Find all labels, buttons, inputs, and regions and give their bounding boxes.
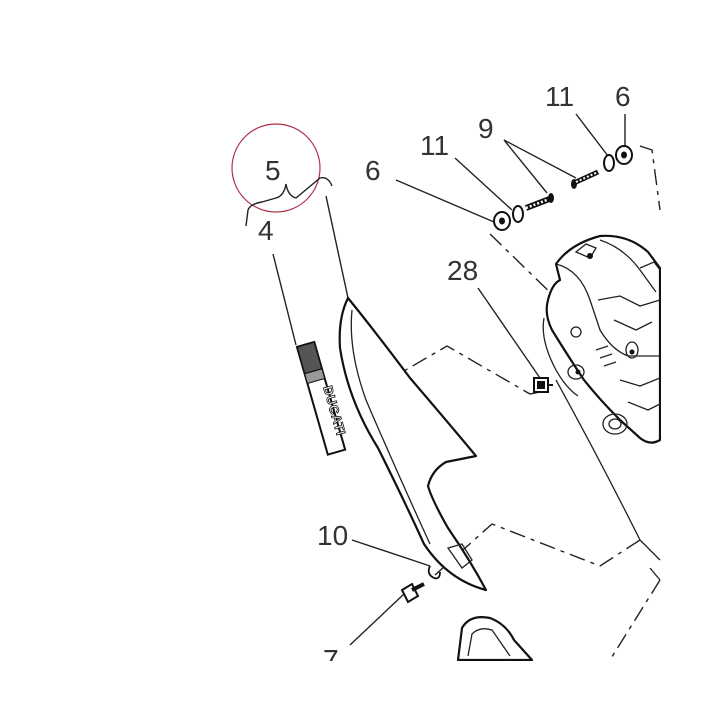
leader-5	[325, 195, 349, 299]
brace-5	[245, 176, 333, 227]
washer-11-left[interactable]	[512, 205, 524, 223]
callout-7-visible: 7	[323, 644, 339, 675]
rear-frame-assembly[interactable]	[542, 234, 662, 444]
lower-bracket[interactable]	[456, 616, 534, 662]
rear-fairing-outline	[555, 379, 661, 561]
side-panel-tip-detail	[446, 543, 473, 569]
lower-bracket-inner	[467, 628, 511, 657]
screw-7[interactable]	[400, 582, 425, 604]
callout-4[interactable]: 4	[258, 215, 274, 246]
washer-11-right[interactable]	[603, 154, 615, 172]
washer-6-left[interactable]	[493, 211, 511, 231]
leader-4	[272, 253, 297, 346]
assembly-line-right-top	[639, 145, 661, 211]
callout-11-right[interactable]: 11	[545, 81, 574, 112]
washer-6-right[interactable]	[615, 145, 633, 165]
spring-clip-10[interactable]	[427, 565, 441, 580]
leader-9a	[503, 139, 548, 194]
rear-fairing-outline-2	[649, 567, 661, 581]
callout-9[interactable]: 9	[478, 113, 494, 144]
leader-7	[349, 593, 405, 646]
callout-5[interactable]: 5	[265, 155, 281, 186]
assembly-line-lower-right	[609, 579, 661, 661]
callout-10[interactable]: 10	[317, 520, 348, 551]
leader-6-left	[395, 179, 495, 223]
leader-10	[351, 539, 431, 567]
clip-mask-bottom	[0, 661, 720, 720]
leader-28	[477, 287, 541, 379]
screw-9-left[interactable]	[524, 193, 554, 211]
callout-7[interactable]: 7	[323, 644, 339, 675]
screw-9-right[interactable]	[571, 169, 600, 189]
side-panel-inner-edge	[350, 309, 431, 545]
callout-6-right[interactable]: 6	[615, 81, 631, 112]
leader-11-right	[575, 113, 609, 157]
highlight-circle	[231, 123, 321, 213]
leader-9b	[503, 139, 577, 179]
clip-mask-right	[661, 0, 720, 720]
clip-nut-28[interactable]	[533, 377, 553, 393]
callout-28[interactable]: 28	[447, 255, 478, 286]
leader-11-left	[454, 157, 513, 211]
callout-6-left[interactable]: 6	[365, 155, 381, 186]
callout-11-left[interactable]: 11	[420, 130, 449, 161]
side-panel[interactable]	[338, 296, 488, 592]
